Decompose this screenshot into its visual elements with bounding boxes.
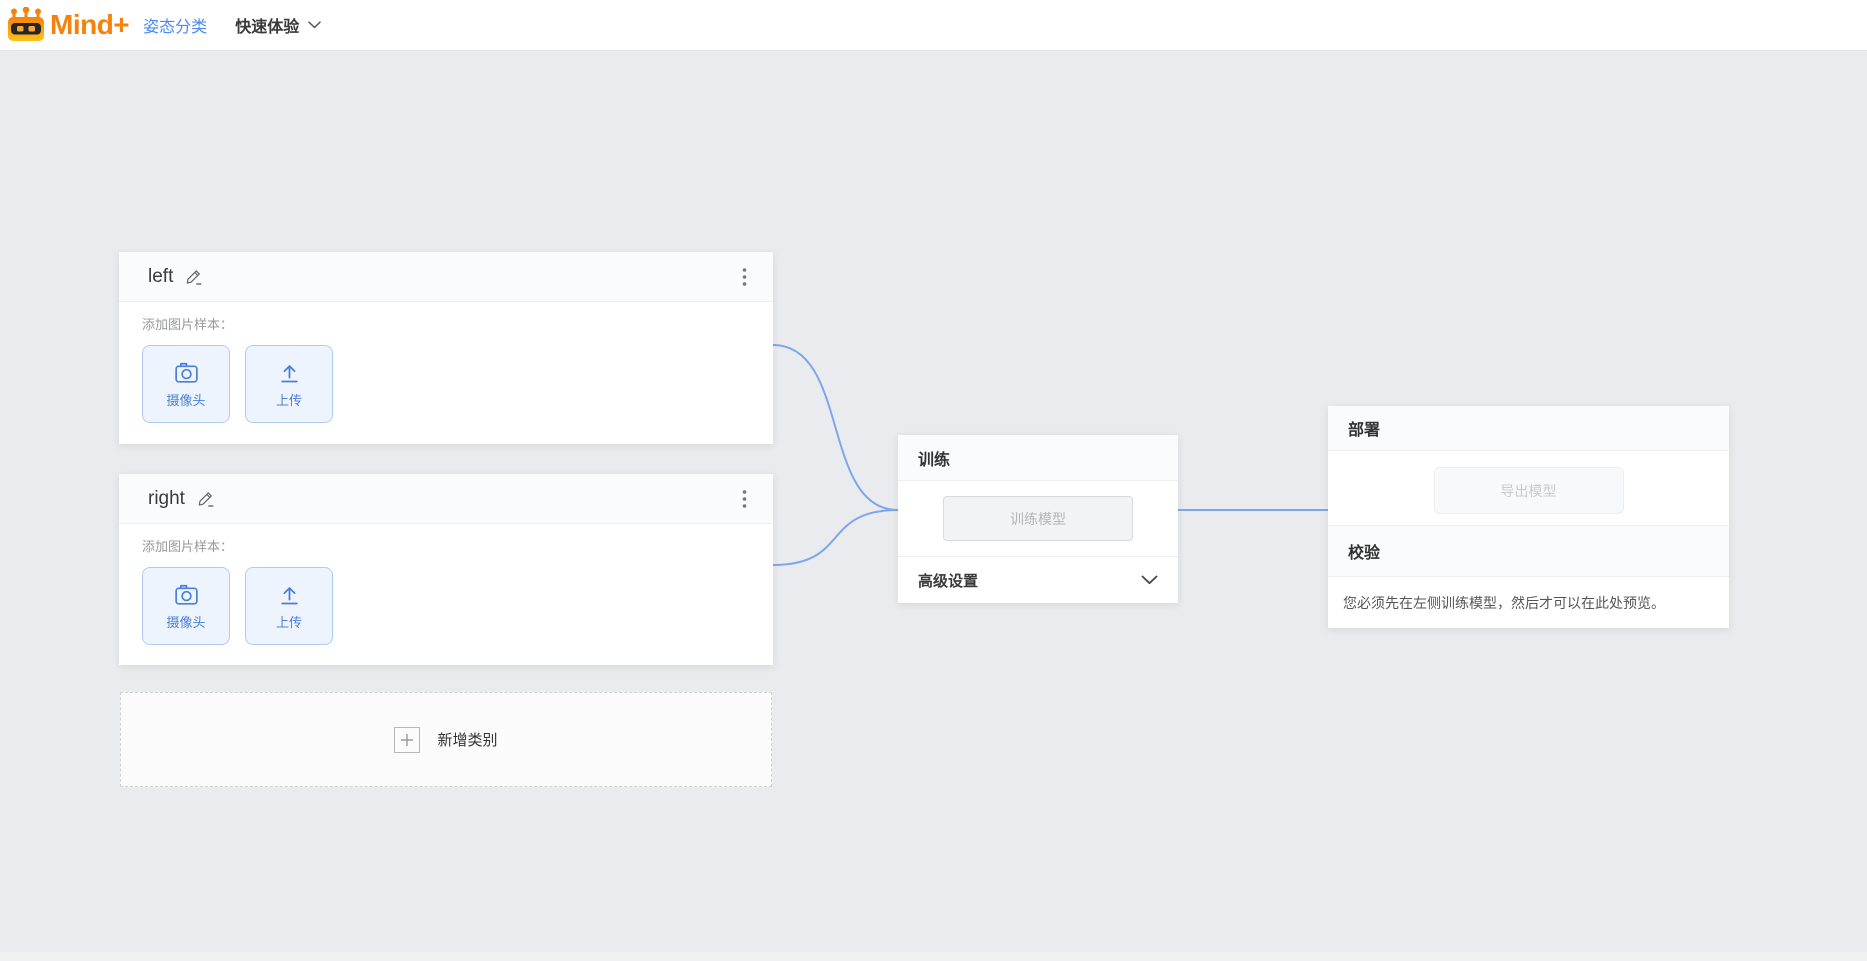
nav-project-type-link[interactable]: 姿态分类 bbox=[143, 19, 208, 36]
upload-icon bbox=[276, 359, 303, 386]
training-header: 训练 bbox=[898, 435, 1178, 481]
export-model-button[interactable]: 导出模型 bbox=[1433, 467, 1624, 514]
plus-square-icon bbox=[394, 726, 421, 753]
validation-header: 校验 bbox=[1328, 525, 1729, 577]
camera-button-label: 摄像头 bbox=[166, 393, 206, 408]
samples-label: 添加图片样本： bbox=[142, 317, 234, 332]
camera-sample-button[interactable]: 摄像头 bbox=[142, 567, 230, 645]
deploy-title: 部署 bbox=[1348, 422, 1381, 439]
train-model-button[interactable]: 训练模型 bbox=[943, 496, 1133, 541]
validation-title: 校验 bbox=[1348, 545, 1381, 562]
upload-sample-button[interactable]: 上传 bbox=[245, 567, 333, 645]
sample-buttons-row: 摄像头 上传 bbox=[142, 345, 773, 423]
edit-pencil-icon[interactable] bbox=[198, 491, 214, 507]
class-card-right: right 添加图片样本： 摄像头 bbox=[119, 474, 773, 665]
training-card: 训练 训练模型 高级设置 bbox=[898, 435, 1178, 603]
advanced-settings-label: 高级设置 bbox=[918, 572, 979, 590]
upload-sample-button[interactable]: 上传 bbox=[245, 345, 333, 423]
horizontal-scrollbar[interactable] bbox=[0, 952, 1867, 961]
card-menu-kebab-icon[interactable] bbox=[738, 485, 751, 513]
add-class-label: 新增类别 bbox=[437, 732, 498, 749]
camera-sample-button[interactable]: 摄像头 bbox=[142, 345, 230, 423]
class-card-body: 添加图片样本： 摄像头 上传 bbox=[119, 524, 773, 645]
deploy-body: 导出模型 bbox=[1328, 451, 1729, 525]
samples-label: 添加图片样本： bbox=[142, 539, 234, 554]
class-title: right bbox=[148, 487, 185, 509]
class-card-body: 添加图片样本： 摄像头 上传 bbox=[119, 302, 773, 423]
deploy-card: 部署 导出模型 校验 您必须先在左侧训练模型，然后才可以在此处预览。 bbox=[1328, 406, 1729, 628]
camera-button-label: 摄像头 bbox=[166, 615, 206, 630]
class-card-left: left 添加图片样本： 摄像头 bbox=[119, 252, 773, 444]
camera-icon bbox=[173, 359, 200, 386]
chevron-down-icon bbox=[308, 21, 321, 29]
camera-icon bbox=[173, 581, 200, 608]
edit-pencil-icon[interactable] bbox=[186, 269, 202, 285]
card-menu-kebab-icon[interactable] bbox=[738, 263, 751, 291]
chevron-down-icon bbox=[1141, 575, 1158, 585]
deploy-header: 部署 bbox=[1328, 406, 1729, 451]
top-navbar: Mind+ 姿态分类 快速体验 bbox=[0, 0, 1867, 51]
advanced-settings-row[interactable]: 高级设置 bbox=[898, 556, 1178, 603]
training-title: 训练 bbox=[918, 451, 951, 469]
nav-mode-label: 快速体验 bbox=[235, 19, 300, 36]
upload-button-label: 上传 bbox=[275, 615, 302, 630]
training-body: 训练模型 bbox=[898, 481, 1178, 556]
upload-icon bbox=[276, 581, 303, 608]
validation-message: 您必须先在左侧训练模型，然后才可以在此处预览。 bbox=[1343, 594, 1665, 611]
sample-buttons-row: 摄像头 上传 bbox=[142, 567, 773, 645]
mindplus-logo[interactable]: Mind+ bbox=[6, 7, 130, 43]
class-card-header: right bbox=[119, 474, 773, 524]
brand-name: Mind+ bbox=[50, 9, 130, 40]
class-title: left bbox=[148, 265, 174, 287]
add-class-content: 新增类别 bbox=[394, 726, 498, 753]
add-class-card[interactable]: 新增类别 bbox=[120, 692, 772, 787]
class-card-header: left bbox=[119, 252, 773, 302]
nav-mode-dropdown[interactable]: 快速体验 bbox=[235, 13, 321, 37]
upload-button-label: 上传 bbox=[275, 393, 302, 408]
robot-logo-icon bbox=[6, 7, 46, 43]
